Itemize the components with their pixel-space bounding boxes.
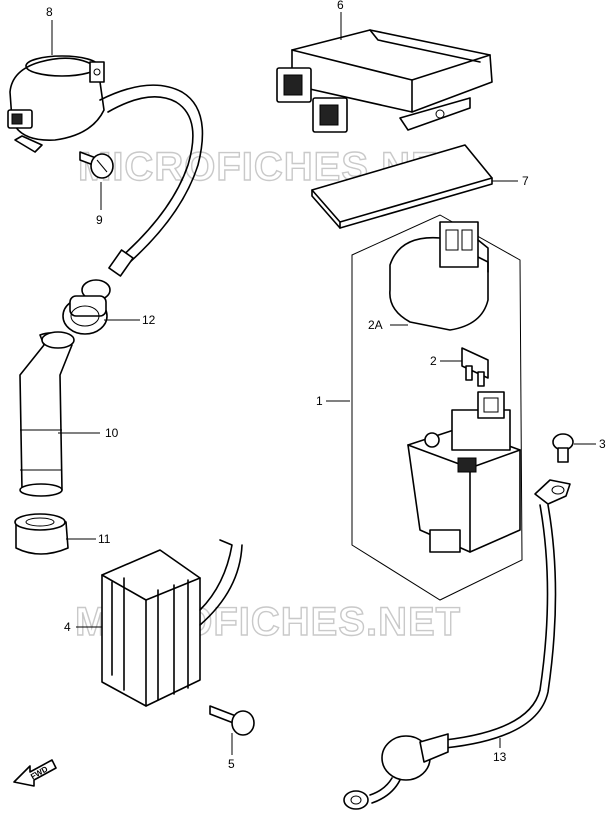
cdi-unit (276, 29, 493, 133)
ignition-coil (7, 55, 204, 277)
callout-10: 10 (105, 426, 119, 440)
callout-7: 7 (522, 174, 529, 188)
screw-5 (209, 705, 255, 736)
grommet (62, 279, 111, 335)
relay-group-outline (351, 214, 523, 601)
callouts: 8 6 9 7 12 2A 2 1 10 3 11 4 13 5 (46, 0, 606, 771)
callout-12: 12 (142, 313, 156, 327)
callout-9: 9 (96, 213, 103, 227)
earth-lead (343, 479, 571, 810)
callout-13: 13 (493, 750, 507, 764)
forward-arrow-icon: FWD (13, 759, 57, 787)
starter-relay (407, 391, 521, 553)
callout-6: 6 (337, 0, 344, 12)
regulator-rectifier (101, 539, 243, 707)
leader-lines (51, 12, 596, 755)
relay-cover (389, 221, 489, 331)
plug-cap (19, 331, 75, 497)
callout-4: 4 (64, 620, 71, 634)
callout-5: 5 (228, 757, 235, 771)
fuse (461, 347, 489, 387)
callout-2: 2 (430, 354, 437, 368)
bolt-3 (552, 433, 574, 463)
callout-8: 8 (46, 5, 53, 19)
callout-1: 1 (316, 394, 323, 408)
callout-3: 3 (599, 437, 606, 451)
callout-2a: 2A (368, 318, 383, 332)
screw-9 (79, 151, 114, 179)
callout-11: 11 (98, 532, 111, 546)
pad-7 (311, 144, 493, 229)
plug-boot (14, 513, 69, 555)
